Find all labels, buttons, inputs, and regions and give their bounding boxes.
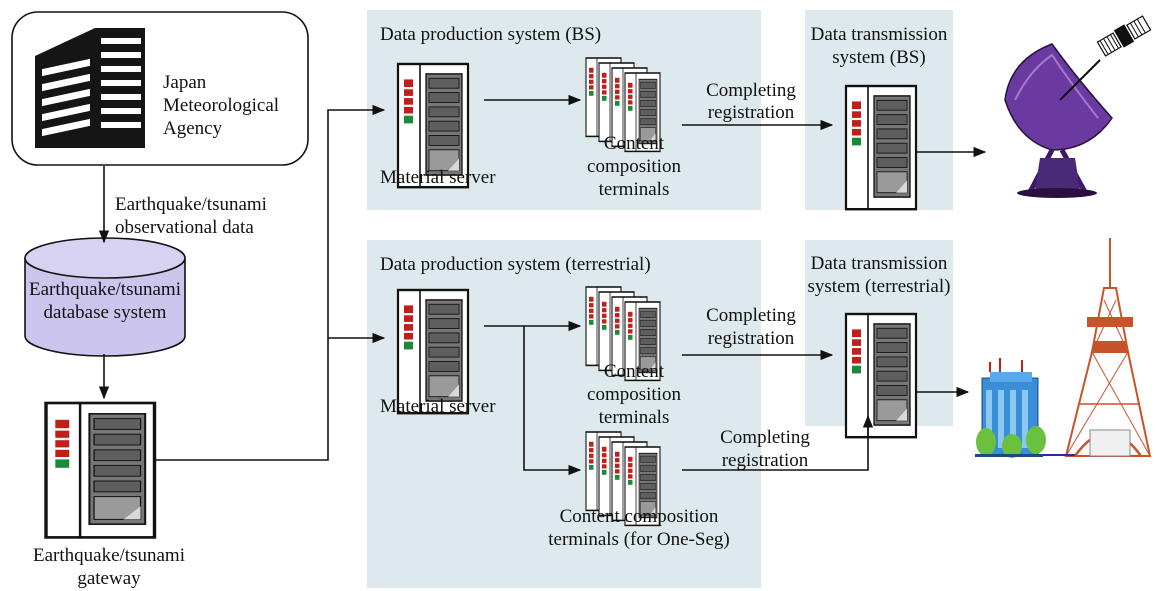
- jma-label-line1: Japan: [163, 72, 207, 93]
- bs-registration-line2: registration: [707, 102, 795, 123]
- terr-material-server-label: Material server: [380, 396, 496, 417]
- satellite-icon: [1096, 15, 1152, 57]
- database-label-line1: Earthquake/tsunami: [29, 279, 181, 300]
- terr-transmission-title-line2: system (terrestrial): [807, 276, 951, 297]
- oneseg-terminals-line2: terminals (for One-Seg): [548, 529, 730, 550]
- database-cylinder-icon: [24, 237, 186, 357]
- bs-transmission-title-line1: Data transmission: [810, 24, 948, 45]
- gateway-label-line1: Earthquake/tsunami: [33, 545, 185, 566]
- terr-transmission-title-line1: Data transmission: [810, 253, 948, 274]
- oneseg-terminals-line1: Content composition: [559, 506, 719, 527]
- bs-production-title: Data production system (BS): [380, 24, 602, 45]
- observational-data-line1: Earthquake/tsunami: [115, 194, 267, 215]
- broadcast-tower-icon: [1064, 238, 1152, 457]
- bs-terminals-line2: composition: [587, 156, 681, 177]
- terr-terminals-line3: terminals: [598, 407, 670, 428]
- bs-transmission-server-icon: [844, 84, 918, 211]
- terr-transmission-server-icon: [844, 312, 918, 439]
- jma-label-line2: Meteorological: [163, 95, 280, 116]
- office-building-icon: [975, 358, 1046, 458]
- jma-label-line3: Agency: [163, 118, 223, 139]
- terr-terminals-line1: Content: [603, 361, 665, 382]
- terr-registration-line1: Completing: [706, 305, 796, 326]
- gateway-server-icon: [44, 401, 157, 540]
- observational-data-line2: observational data: [115, 217, 254, 238]
- bs-terminals-line1: Content: [603, 133, 665, 154]
- database-label-line2: database system: [43, 302, 167, 323]
- bs-material-server-label: Material server: [380, 167, 496, 188]
- terr-material-server-icon: [396, 288, 470, 415]
- bs-terminals-line3: terminals: [598, 179, 670, 200]
- terr-registration-line2: registration: [707, 328, 795, 349]
- oneseg-registration-line2: registration: [721, 450, 809, 471]
- gateway-label-line2: gateway: [77, 568, 141, 589]
- satellite-dish-icon: [1004, 43, 1113, 198]
- bs-transmission-title-line2: system (BS): [832, 47, 926, 68]
- bs-registration-line1: Completing: [706, 80, 796, 101]
- building-icon: [35, 28, 145, 148]
- connectors: [98, 94, 987, 476]
- oneseg-registration-line1: Completing: [720, 427, 810, 448]
- terr-terminals-line2: composition: [587, 384, 681, 405]
- terrestrial-production-title: Data production system (terrestrial): [380, 254, 651, 275]
